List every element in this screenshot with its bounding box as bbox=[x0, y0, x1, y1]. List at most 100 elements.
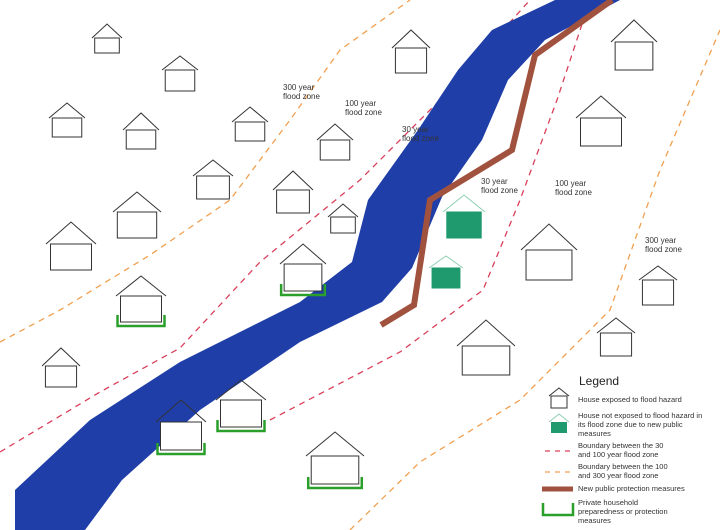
exposed-house bbox=[91, 23, 123, 54]
legend-label-line: its flood zone due to new public bbox=[578, 420, 683, 429]
exposed-house bbox=[391, 29, 431, 74]
house-body bbox=[44, 365, 78, 388]
legend-label-line: House exposed to flood hazard bbox=[578, 395, 682, 404]
roof bbox=[91, 23, 123, 39]
house-body bbox=[446, 211, 482, 239]
house-body bbox=[125, 129, 157, 150]
zone-label-line: flood zone bbox=[283, 92, 320, 101]
roof bbox=[428, 255, 464, 269]
exposed-house bbox=[279, 243, 327, 297]
private-protection-bracket bbox=[279, 284, 327, 297]
roof bbox=[638, 265, 678, 281]
zone-label-line: flood zone bbox=[555, 188, 592, 197]
boundary-100-300-right bbox=[349, 29, 720, 530]
zone-label-line: flood zone bbox=[645, 245, 682, 254]
legend-label-line: and 300 year flood zone bbox=[578, 471, 658, 480]
exposed-house bbox=[638, 265, 678, 306]
house-body bbox=[614, 41, 654, 71]
exposed-house bbox=[305, 431, 365, 490]
exposed-house bbox=[610, 19, 658, 71]
river bbox=[15, 0, 620, 530]
exposed-house bbox=[316, 123, 354, 161]
public-protection-dike bbox=[379, 0, 614, 328]
house-body bbox=[641, 279, 675, 306]
roof bbox=[520, 223, 578, 251]
house-body bbox=[234, 121, 266, 142]
exposed-house bbox=[122, 112, 160, 150]
roof bbox=[231, 106, 269, 123]
exposed-house bbox=[115, 275, 167, 328]
legend-label-line: House not exposed to flood hazard in bbox=[578, 411, 702, 420]
roof bbox=[272, 170, 314, 191]
house-body bbox=[330, 216, 356, 234]
zone-label-line: 30 year bbox=[402, 125, 429, 134]
legend-symbol-house-outline bbox=[548, 387, 570, 409]
zone-label-line: 100 year bbox=[345, 99, 376, 108]
house-body bbox=[319, 139, 351, 161]
house-body bbox=[394, 47, 428, 74]
zone-label-line: flood zone bbox=[345, 108, 382, 117]
private-protection-bracket bbox=[116, 315, 166, 328]
house-body bbox=[196, 175, 230, 200]
legend-title: Legend bbox=[579, 374, 619, 388]
exposed-house bbox=[456, 319, 516, 376]
house-body bbox=[310, 455, 360, 485]
house-body bbox=[599, 332, 633, 357]
roof bbox=[122, 112, 160, 131]
roof bbox=[192, 159, 234, 177]
roof bbox=[610, 19, 658, 43]
houses bbox=[41, 19, 678, 490]
exposed-house bbox=[45, 221, 97, 271]
zone-label-line: 300 year bbox=[645, 236, 676, 245]
legend-label-line: Boundary between the 100 bbox=[578, 462, 668, 471]
exposed-house bbox=[48, 102, 86, 138]
legend-label: New public protection measures bbox=[578, 484, 685, 493]
roof bbox=[442, 194, 486, 213]
house-body bbox=[51, 117, 83, 138]
legend-label-line: measures bbox=[578, 516, 611, 525]
legend-label: House exposed to flood hazard bbox=[578, 395, 682, 404]
zone-label-line: 100 year bbox=[555, 179, 586, 188]
roof bbox=[115, 275, 167, 297]
zone-label-line: 300 year bbox=[283, 83, 314, 92]
house-body bbox=[164, 69, 196, 92]
roof bbox=[45, 221, 97, 245]
exposed-house bbox=[155, 399, 207, 456]
legend-label-line: preparedness or protection bbox=[578, 507, 668, 516]
exposed-house bbox=[596, 317, 636, 357]
private-protection-bracket bbox=[306, 477, 364, 490]
legend-symbol-green-bracket bbox=[541, 503, 575, 517]
roof bbox=[575, 95, 627, 119]
roof bbox=[161, 55, 199, 71]
exposed-house bbox=[41, 347, 81, 388]
private-protection-bracket bbox=[216, 420, 266, 433]
exposed-house bbox=[215, 379, 267, 433]
protected-house bbox=[428, 255, 464, 289]
exposed-house bbox=[192, 159, 234, 200]
roof bbox=[112, 191, 162, 213]
zone-label-line: flood zone bbox=[402, 134, 439, 143]
exposed-house bbox=[327, 203, 359, 234]
private-protection-bracket bbox=[156, 443, 206, 456]
roof bbox=[596, 317, 636, 334]
roof bbox=[41, 347, 81, 367]
legend-symbol-house-green bbox=[548, 413, 570, 433]
exposed-house bbox=[161, 55, 199, 92]
house-body bbox=[116, 211, 158, 239]
boundary-100-300-left bbox=[0, 0, 411, 343]
house-body bbox=[160, 421, 202, 451]
roof bbox=[48, 102, 86, 119]
roof bbox=[155, 399, 207, 423]
house-body bbox=[120, 295, 162, 323]
